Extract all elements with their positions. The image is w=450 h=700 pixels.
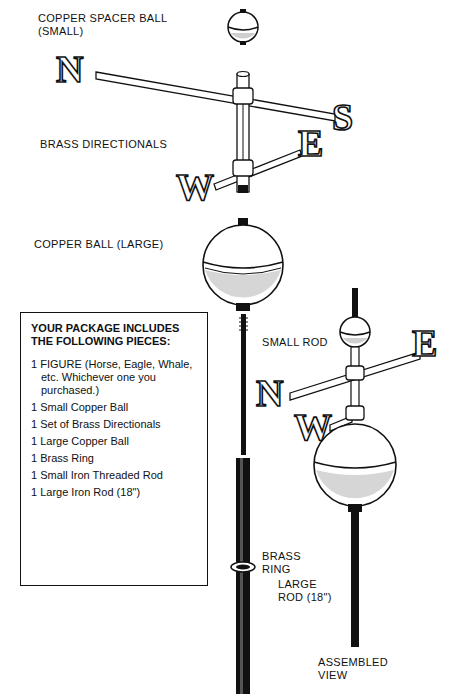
part-label: COPPER BALL (LARGE): [34, 238, 204, 251]
direction-letter: N: [56, 50, 96, 88]
part-label: LARGE ROD (18"): [278, 578, 338, 604]
direction-letter: N: [256, 374, 296, 412]
direction-letter: W: [294, 408, 338, 446]
contents-item: 1 Large Iron Rod (18"): [31, 486, 199, 499]
large-copper-ball: [203, 218, 283, 311]
box-heading: YOUR PACKAGE INCLUDES THE FOLLOWING PIEC…: [31, 322, 199, 348]
part-label: SMALL ROD: [262, 336, 352, 349]
contents-item: 1 Set of Brass Directionals: [31, 418, 199, 431]
contents-item: 1 Large Copper Ball: [31, 435, 199, 448]
large-rod: [231, 458, 255, 694]
part-label: BRASS DIRECTIONALS: [40, 138, 200, 151]
part-label: BRASS RING: [262, 550, 310, 576]
direction-letter: E: [412, 324, 448, 362]
small-copper-ball: [228, 9, 258, 45]
direction-letter: S: [332, 98, 372, 136]
part-label: COPPER SPACER BALL (SMALL): [38, 12, 168, 38]
contents-item: 1 FIGURE (Horse, Eagle, Whale, etc. Whic…: [31, 358, 199, 397]
direction-letter: E: [298, 124, 338, 162]
contents-item: 1 Small Iron Threaded Rod: [31, 469, 199, 482]
contents-item: 1 Brass Ring: [31, 452, 199, 465]
part-label: ASSEMBLED VIEW: [318, 656, 392, 682]
package-contents-box: YOUR PACKAGE INCLUDES THE FOLLOWING PIEC…: [20, 312, 208, 586]
contents-item: 1 Small Copper Ball: [31, 401, 199, 414]
direction-letter: W: [176, 168, 220, 206]
small-rod: [239, 314, 248, 455]
